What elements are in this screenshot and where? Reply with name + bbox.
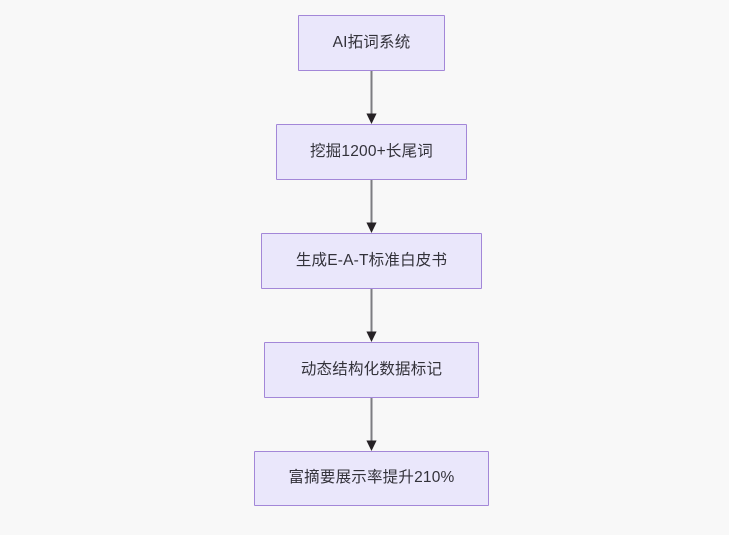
node-label: 挖掘1200+长尾词 xyxy=(309,142,434,160)
node-label: 生成E-A-T标准白皮书 xyxy=(295,251,448,269)
flowchart-node-ai-keyword-system[interactable]: AI拓词系统 xyxy=(298,15,445,71)
node-label: 富摘要展示率提升210% xyxy=(288,469,455,487)
flowchart-node-dynamic-structured-data-markup[interactable]: 动态结构化数据标记 xyxy=(264,342,479,398)
flowchart-node-mine-longtail-keywords[interactable]: 挖掘1200+长尾词 xyxy=(276,124,467,180)
edge-n2-n3 xyxy=(366,180,377,233)
flowchart-node-rich-snippet-impression-lift[interactable]: 富摘要展示率提升210% xyxy=(254,451,489,506)
node-label: AI拓词系统 xyxy=(332,33,411,51)
node-label: 动态结构化数据标记 xyxy=(300,360,443,378)
edge-n3-n4 xyxy=(366,289,377,342)
edge-n4-n5 xyxy=(366,398,377,451)
edge-n1-n2 xyxy=(366,71,377,124)
flowchart-node-generate-eat-whitepaper[interactable]: 生成E-A-T标准白皮书 xyxy=(261,233,482,289)
